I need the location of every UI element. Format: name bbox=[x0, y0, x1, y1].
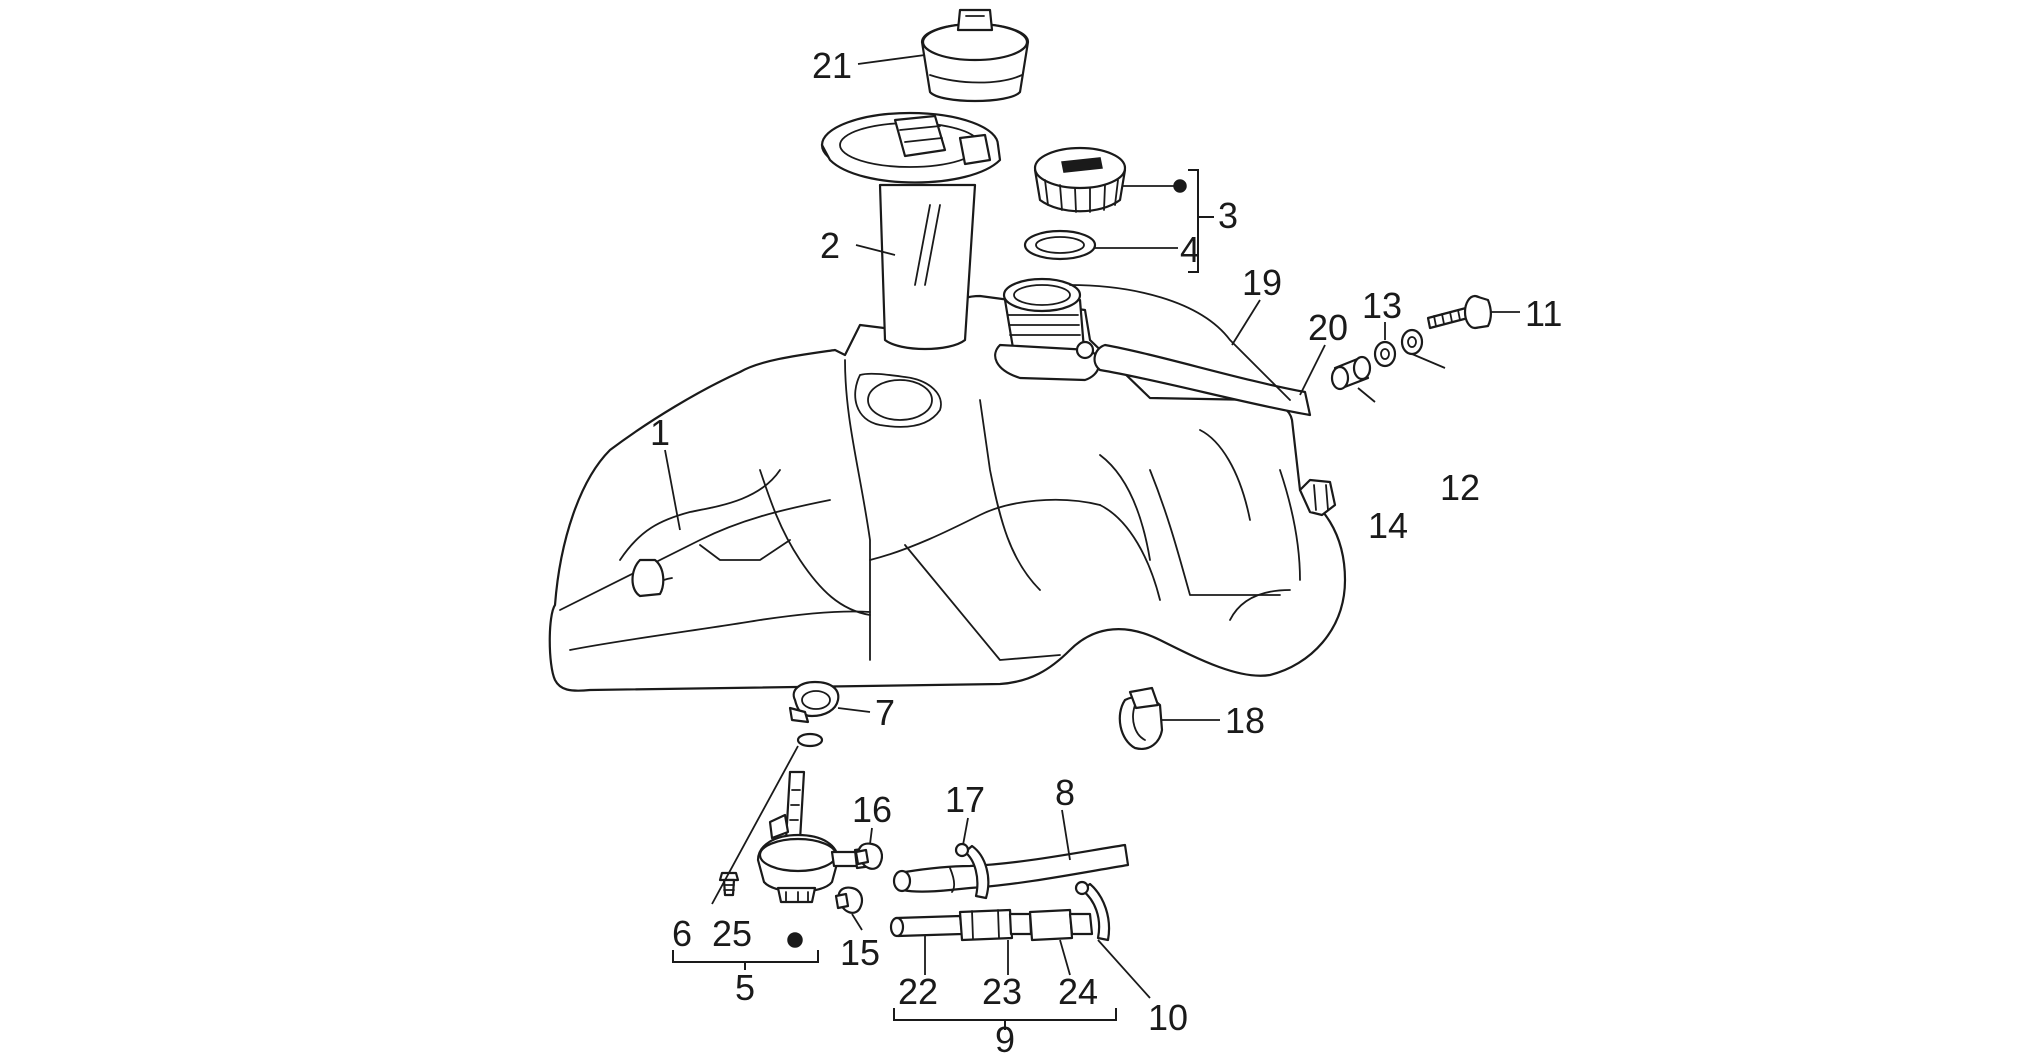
part-11-screw bbox=[1426, 294, 1493, 330]
part-7-hose-clip bbox=[788, 680, 840, 724]
leader-21 bbox=[857, 54, 926, 65]
callout-25: 25 bbox=[712, 913, 752, 954]
part-2-level-sender bbox=[820, 111, 1002, 351]
part-13-washer bbox=[1373, 340, 1397, 368]
leader-1 bbox=[664, 449, 681, 531]
part-18-clamp bbox=[1118, 686, 1164, 750]
callout-19: 19 bbox=[1242, 262, 1282, 303]
part-22-tube bbox=[889, 914, 964, 938]
callout-8: 8 bbox=[1055, 772, 1075, 813]
part-5-fuel-tap bbox=[756, 770, 874, 948]
part-8-fuel-hose bbox=[892, 843, 1130, 893]
callout-4: 4 bbox=[1180, 229, 1200, 270]
part-6-o-ring bbox=[796, 732, 824, 748]
callout-10: 10 bbox=[1148, 997, 1188, 1038]
part-15-clip bbox=[834, 886, 863, 914]
callout-6: 6 bbox=[672, 913, 692, 954]
part-12-washer bbox=[1400, 328, 1424, 356]
leader-20 bbox=[1299, 344, 1326, 396]
callout-3: 3 bbox=[1218, 195, 1238, 236]
callout-15: 15 bbox=[840, 932, 880, 973]
callout-2: 2 bbox=[820, 225, 840, 266]
leader-2 bbox=[855, 244, 896, 256]
callout-24: 24 bbox=[1058, 971, 1098, 1012]
callout-9: 9 bbox=[995, 1019, 1015, 1056]
bracket-3 bbox=[1188, 169, 1214, 273]
part-25-screw bbox=[718, 871, 740, 897]
callout-22: 22 bbox=[898, 971, 938, 1012]
callout-16: 16 bbox=[852, 789, 892, 830]
leader-6 bbox=[711, 745, 799, 905]
leader-15 bbox=[851, 913, 863, 931]
part-14-spacer bbox=[1330, 355, 1372, 391]
leader-8 bbox=[1061, 809, 1071, 861]
callout-20: 20 bbox=[1308, 307, 1348, 348]
part-23-connector bbox=[958, 908, 1033, 942]
callout-11: 11 bbox=[1525, 293, 1562, 334]
leader-12 bbox=[1411, 353, 1446, 369]
callout-5: 5 bbox=[735, 967, 755, 1008]
bracket-9 bbox=[893, 1008, 1117, 1030]
callout-1: 1 bbox=[650, 412, 670, 453]
part-4-gasket bbox=[1023, 229, 1097, 261]
leader-24 bbox=[1059, 939, 1071, 976]
part-17-clamp bbox=[954, 842, 990, 900]
callout-14: 14 bbox=[1368, 505, 1408, 546]
callout-labels: 21 2 3 4 19 20 1 13 11 12 14 18 7 16 17 … bbox=[650, 45, 1562, 1056]
callout-23: 23 bbox=[982, 971, 1022, 1012]
marker-3-dot bbox=[1173, 179, 1187, 193]
bracket-5 bbox=[672, 950, 819, 970]
fuel-tank bbox=[548, 277, 1347, 692]
part-24-tube bbox=[1028, 908, 1094, 942]
callout-13: 13 bbox=[1362, 285, 1402, 326]
leader-10 bbox=[1097, 939, 1151, 999]
leader-19 bbox=[1231, 299, 1261, 346]
part-3-tank-cap bbox=[1033, 146, 1127, 213]
callout-18: 18 bbox=[1225, 700, 1265, 741]
leader-16 bbox=[869, 827, 873, 845]
callout-12: 12 bbox=[1440, 467, 1480, 508]
callout-7: 7 bbox=[875, 692, 895, 733]
callout-21: 21 bbox=[812, 45, 852, 86]
leader-lines bbox=[664, 54, 1520, 1030]
leader-14 bbox=[1357, 387, 1376, 403]
part-16-clip bbox=[854, 842, 883, 870]
part-21-cover bbox=[920, 8, 1030, 103]
callout-17: 17 bbox=[945, 779, 985, 820]
part-10-clamp bbox=[1074, 880, 1111, 942]
leader-17 bbox=[962, 817, 969, 846]
leader-7 bbox=[837, 707, 871, 713]
